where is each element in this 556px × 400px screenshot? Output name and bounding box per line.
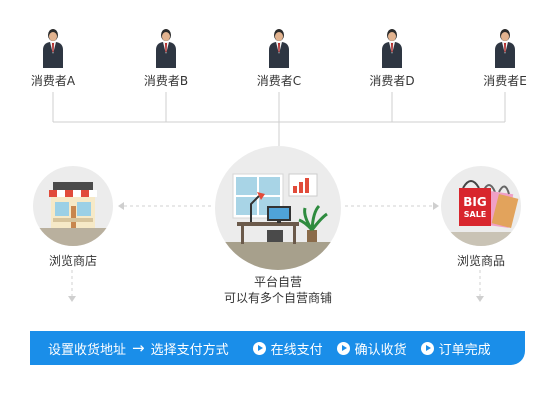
sale-label: SALE: [464, 210, 487, 219]
office-desk-icon: [215, 173, 341, 270]
consumer-a: 消费者A: [13, 28, 93, 90]
right-node-label: 浏览商品: [456, 254, 505, 268]
consumer-label: 消费者E: [483, 74, 527, 88]
store-icon: [33, 182, 113, 246]
businessman-icon: [156, 29, 176, 68]
shopping-bags-icon: BIG SALE: [441, 180, 521, 246]
consumer-label: 消费者A: [30, 74, 76, 88]
businessman-icon: [495, 29, 515, 68]
step-online-payment-label: 在线支付: [270, 342, 323, 358]
arrow-right-icon: [433, 202, 439, 210]
consumer-label: 消费者D: [369, 74, 415, 88]
big-label: BIG: [463, 195, 486, 209]
businessman-icon: [43, 29, 63, 68]
center-node-subtitle: 可以有多个自营商铺: [223, 291, 332, 305]
play-circle-icon: [336, 341, 350, 355]
step-online-payment: 在线支付: [252, 339, 323, 358]
play-circle-icon: [252, 341, 266, 355]
arrow-down-icon: [68, 296, 76, 302]
process-banner: 设置收货地址 → 选择支付方式 在线支付 确认收货 订单完成: [30, 331, 525, 365]
consumer-c: 消费者C: [239, 28, 319, 90]
businessman-icon: [382, 29, 402, 68]
center-node-title: 平台自营: [253, 275, 302, 289]
platform-node: [215, 146, 341, 270]
consumer-label: 消费者B: [143, 74, 189, 88]
step-order-complete: 订单完成: [420, 339, 491, 358]
step-confirm-receipt: 确认收货: [336, 339, 407, 358]
consumer-b: 消费者B: [126, 28, 206, 90]
left-node-label: 浏览商店: [48, 254, 97, 268]
arrow-down-icon: [476, 296, 484, 302]
store-node: [33, 166, 113, 246]
step-choose-payment: 选择支付方式: [150, 342, 229, 358]
arrow-right-icon: →: [132, 339, 145, 357]
consumer-label: 消费者C: [256, 74, 302, 88]
businessman-icon: [269, 29, 289, 68]
consumer-e: 消费者E: [465, 28, 545, 90]
arrow-left-icon: [118, 202, 124, 210]
step-order-complete-label: 订单完成: [438, 342, 491, 358]
step-set-address: 设置收货地址: [48, 342, 127, 358]
product-node: BIG SALE: [441, 166, 521, 246]
play-circle-icon: [420, 341, 434, 355]
step-confirm-receipt-label: 确认收货: [354, 342, 407, 358]
consumer-d: 消费者D: [352, 28, 432, 90]
